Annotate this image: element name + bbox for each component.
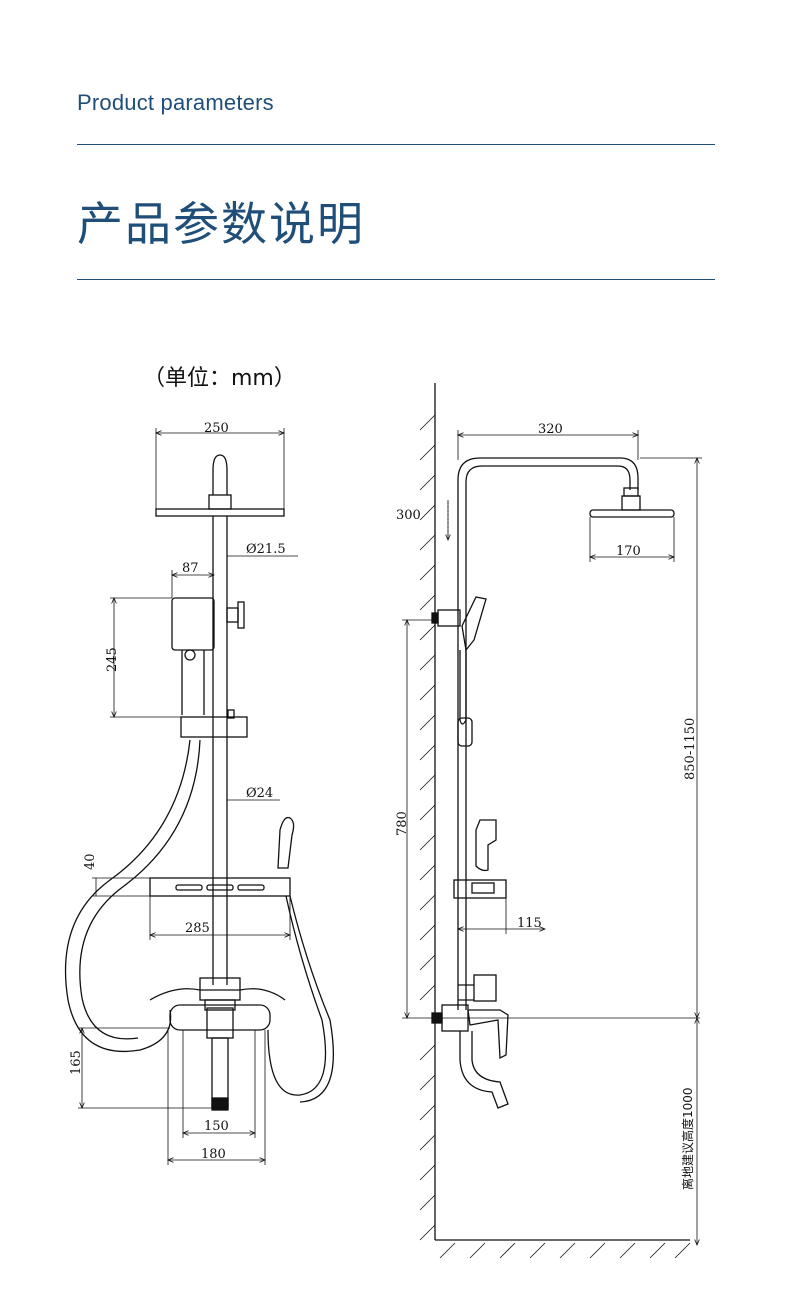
divider-top <box>77 144 715 145</box>
front-head-arm <box>212 454 228 495</box>
dim-shelf-width: 285 <box>185 921 210 936</box>
dim-handheld-height: 245 <box>105 647 120 672</box>
front-overhead-head <box>155 508 285 517</box>
dim-install-height: 离地建议高度1000 <box>680 1087 695 1190</box>
dim-inlet-spacing: 150 <box>204 1119 229 1134</box>
front-view <box>64 454 334 1111</box>
front-mixer-body <box>169 1004 271 1031</box>
side-overhead-head <box>589 509 675 518</box>
front-handheld-head <box>171 597 215 651</box>
dim-arm-drop: 300 <box>396 508 421 523</box>
front-shelf <box>149 877 291 897</box>
dim-total-height: 850-1150 <box>683 718 698 780</box>
dim-arm-length: 320 <box>538 422 563 437</box>
side-upper-bracket <box>437 609 461 627</box>
dim-mixer-width: 180 <box>201 1147 226 1162</box>
dim-head-width: 250 <box>204 421 229 436</box>
dim-pipe-dia-lower: Ø24 <box>246 786 273 801</box>
front-diverter <box>199 977 241 1001</box>
unit-note: （单位：mm） <box>143 366 296 391</box>
side-handheld <box>461 596 487 652</box>
dim-pipe-dia-upper: Ø21.5 <box>246 542 286 557</box>
front-hose-left <box>64 739 191 1052</box>
front-bidet-spray <box>277 816 295 869</box>
front-slide-bracket <box>180 716 248 738</box>
dim-shelf-offset: 40 <box>83 853 98 870</box>
dim-spout-height: 165 <box>69 1050 84 1075</box>
dim-handheld-width: 87 <box>182 561 199 576</box>
title-chinese: 产品参数说明 <box>77 197 365 251</box>
divider-bottom <box>77 279 715 280</box>
front-mixer-lever <box>206 1007 234 1039</box>
dim-rail-height: 780 <box>395 811 410 836</box>
front-head-connector <box>208 494 232 510</box>
dim-side-head-width: 170 <box>616 544 641 559</box>
side-riser-arm <box>457 457 639 1010</box>
title-english: Product parameters <box>77 90 274 115</box>
side-view <box>419 383 691 1259</box>
side-spout <box>459 1031 509 1109</box>
dim-shelf-depth: 115 <box>517 916 542 931</box>
side-bidet-spray <box>475 819 497 872</box>
side-mixer-lever <box>467 1009 509 1060</box>
side-shelf <box>453 879 507 899</box>
side-diverter <box>473 974 497 1002</box>
